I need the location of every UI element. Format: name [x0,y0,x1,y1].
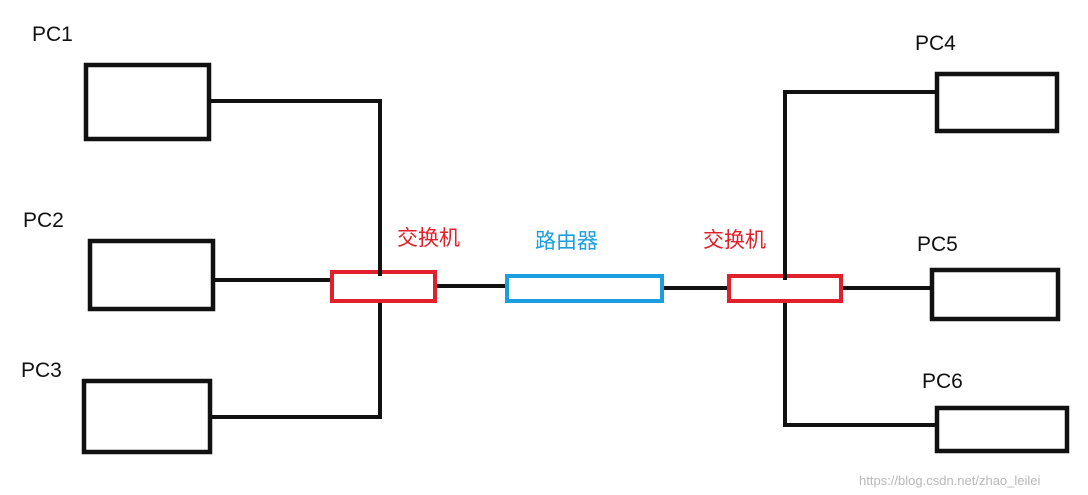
watermark-text: https://blog.csdn.net/zhao_leilei [859,473,1041,488]
router-label: 路由器 [535,229,598,253]
pc1-box [83,62,212,142]
pc3-box [81,378,213,455]
pc2-label: PC2 [23,209,64,232]
switch-right-box [727,274,843,303]
pc1-label: PC1 [32,23,73,46]
backbone-wiring [436,284,729,290]
left-wiring [210,99,382,419]
router-box [505,274,664,303]
pc6-label: PC6 [922,370,963,393]
pc6-box [934,405,1070,454]
right-wiring [783,90,937,427]
wire-pc3-switch1 [210,303,382,419]
wire-pc1-switch1 [210,99,382,273]
pc2-box [87,238,216,312]
pc5-box [929,267,1061,322]
wire-pc6-switch2 [783,301,937,427]
pc4-label: PC4 [915,32,956,55]
switch-left-label: 交换机 [397,226,460,250]
pc5-label: PC5 [917,233,958,256]
pc3-label: PC3 [21,359,62,382]
pc4-box [934,71,1060,134]
switch-right-label: 交换机 [703,228,766,252]
switch-left-box [330,270,437,303]
wire-pc4-switch2 [783,90,937,277]
